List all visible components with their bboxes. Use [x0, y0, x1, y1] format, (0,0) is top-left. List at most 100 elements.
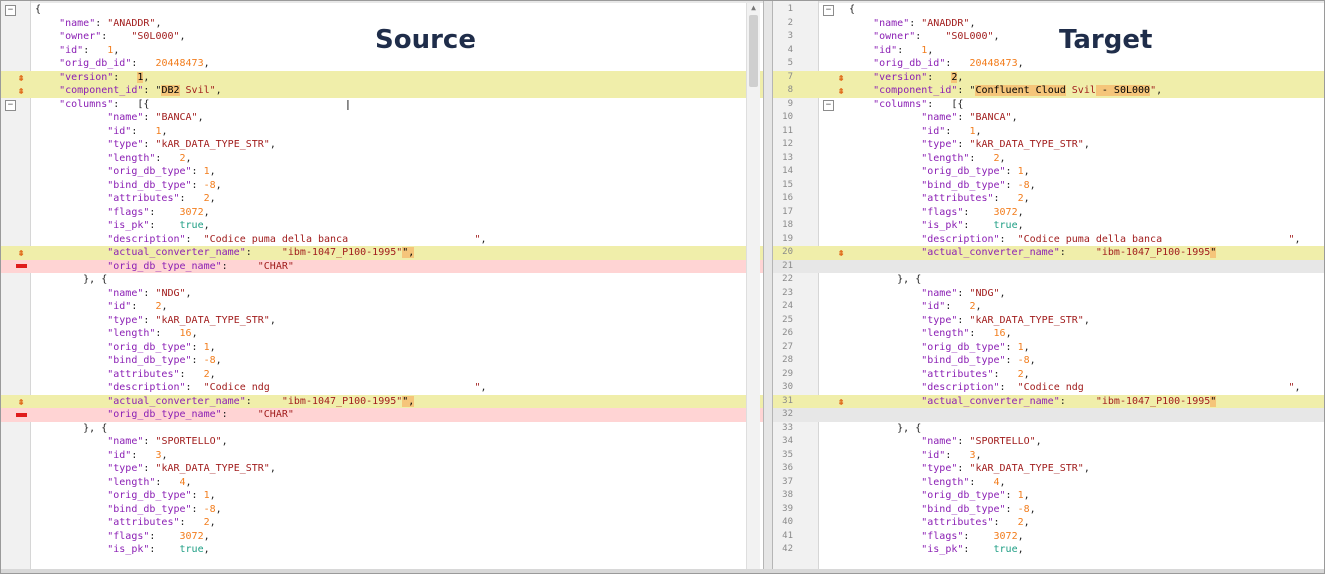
removed-line-marker-icon[interactable] [15, 408, 27, 422]
target-line[interactable]: 26 "length": 16, [773, 327, 1324, 341]
target-line[interactable]: 35 "id": 3, [773, 449, 1324, 463]
source-line[interactable]: "type": "kAR_DATA_TYPE_STR", [1, 314, 763, 328]
target-line[interactable]: 9− "columns": [{ [773, 98, 1324, 112]
modified-line-marker-icon[interactable]: ⇞ [17, 394, 25, 408]
target-line[interactable]: 34 "name": "SPORTELLO", [773, 435, 1324, 449]
removed-line-marker-icon[interactable] [15, 260, 27, 274]
target-line[interactable]: 20⇞ "actual_converter_name": "ibm-1047_P… [773, 246, 1324, 260]
modified-line-marker-icon[interactable]: ⇞ [17, 70, 25, 84]
source-line[interactable]: "attributes": 2, [1, 368, 763, 382]
source-line[interactable]: "flags": 3072, [1, 206, 763, 220]
source-line[interactable]: "type": "kAR_DATA_TYPE_STR", [1, 462, 763, 476]
target-line[interactable]: 38 "orig_db_type": 1, [773, 489, 1324, 503]
source-line[interactable]: −{ [1, 3, 763, 17]
source-line[interactable]: "id": 1, [1, 125, 763, 139]
source-line[interactable]: }, { [1, 273, 763, 287]
source-line[interactable]: ⇞ "actual_converter_name": "ibm-1047_P10… [1, 394, 763, 408]
source-line[interactable]: "owner": "S0L000", [1, 30, 763, 44]
target-line[interactable]: 24 "id": 2, [773, 300, 1324, 314]
source-line[interactable]: ⇞ "version": 1, [1, 70, 763, 84]
target-line[interactable]: 13 "length": 2, [773, 152, 1324, 166]
target-line[interactable]: 1−{ [773, 3, 1324, 17]
source-line[interactable]: "orig_db_id": 20448473, [1, 57, 763, 71]
source-line[interactable]: "bind_db_type": -8, [1, 179, 763, 193]
target-line[interactable]: 17 "flags": 3072, [773, 206, 1324, 220]
target-line[interactable]: 25 "type": "kAR_DATA_TYPE_STR", [773, 314, 1324, 328]
source-line[interactable]: "name": "ANADDR", [1, 17, 763, 31]
target-line[interactable]: 14 "orig_db_type": 1, [773, 165, 1324, 179]
modified-line-marker-icon[interactable]: ⇞ [17, 84, 25, 97]
target-line[interactable]: 21 [773, 259, 1324, 273]
target-line[interactable]: 42 "is_pk": true, [773, 543, 1324, 557]
scrollbar-thumb[interactable] [749, 15, 758, 87]
source-line[interactable]: − "columns": [{ [1, 98, 763, 112]
source-line[interactable]: "orig_db_type_name": "CHAR" [1, 259, 763, 274]
fold-toggle-icon[interactable]: − [5, 99, 16, 111]
modified-line-marker-icon[interactable]: ⇞ [837, 84, 845, 97]
source-pane[interactable]: −{ "name": "ANADDR", "owner": "S0L000", … [1, 1, 763, 573]
target-line[interactable]: 15 "bind_db_type": -8, [773, 179, 1324, 193]
fold-toggle-icon[interactable]: − [5, 5, 16, 16]
target-line[interactable]: 18 "is_pk": true, [773, 219, 1324, 233]
target-line[interactable]: 8⇞ "component_id": "Confluent Cloud Svil… [773, 84, 1324, 98]
target-line[interactable]: 19 "description": "Codice puma della ban… [773, 233, 1324, 247]
modified-line-marker-icon[interactable]: ⇞ [837, 394, 845, 408]
target-line[interactable]: 11 "id": 1, [773, 125, 1324, 139]
target-line[interactable]: 12 "type": "kAR_DATA_TYPE_STR", [773, 138, 1324, 152]
target-line[interactable]: 31⇞ "actual_converter_name": "ibm-1047_P… [773, 394, 1324, 408]
source-line[interactable]: "orig_db_type": 1, [1, 341, 763, 355]
target-line[interactable]: 23 "name": "NDG", [773, 287, 1324, 301]
target-line[interactable]: 40 "attributes": 2, [773, 516, 1324, 530]
source-line[interactable]: "orig_db_type": 1, [1, 489, 763, 503]
source-line[interactable]: }, { [1, 422, 763, 436]
target-line[interactable]: 4 "id": 1, [773, 44, 1324, 58]
scroll-up-arrow-icon[interactable]: ▲ [751, 3, 756, 12]
target-line[interactable]: 32 [773, 408, 1324, 422]
target-pane[interactable]: 1−{2 "name": "ANADDR",3 "owner": "S0L000… [773, 1, 1324, 573]
target-line[interactable]: 30 "description": "Codice ndg ", [773, 381, 1324, 395]
modified-line-marker-icon[interactable]: ⇞ [837, 246, 845, 259]
source-line[interactable]: ⇞ "actual_converter_name": "ibm-1047_P10… [1, 246, 763, 260]
target-line[interactable]: 22 }, { [773, 273, 1324, 287]
source-line[interactable]: "type": "kAR_DATA_TYPE_STR", [1, 138, 763, 152]
source-line[interactable]: "length": 2, [1, 152, 763, 166]
source-line[interactable]: "description": "Codice puma della banca … [1, 233, 763, 247]
source-line[interactable]: "length": 4, [1, 476, 763, 490]
target-line[interactable]: 37 "length": 4, [773, 476, 1324, 490]
target-line[interactable]: 41 "flags": 3072, [773, 530, 1324, 544]
target-line[interactable]: 2 "name": "ANADDR", [773, 17, 1324, 31]
source-line[interactable]: "length": 16, [1, 327, 763, 341]
target-line[interactable]: 16 "attributes": 2, [773, 192, 1324, 206]
modified-line-marker-icon[interactable]: ⇞ [837, 70, 845, 84]
source-line[interactable]: "bind_db_type": -8, [1, 354, 763, 368]
source-line[interactable]: "orig_db_type_name": "CHAR" [1, 408, 763, 422]
source-line[interactable]: "name": "SPORTELLO", [1, 435, 763, 449]
target-line[interactable]: 36 "type": "kAR_DATA_TYPE_STR", [773, 462, 1324, 476]
target-line[interactable]: 7⇞ "version": 2, [773, 70, 1324, 84]
source-line[interactable]: "is_pk": true, [1, 219, 763, 233]
source-line[interactable]: "is_pk": true, [1, 543, 763, 557]
fold-toggle-icon[interactable]: − [823, 5, 834, 16]
modified-line-marker-icon[interactable]: ⇞ [17, 246, 25, 259]
source-line[interactable]: "id": 1, [1, 44, 763, 58]
target-line[interactable]: 29 "attributes": 2, [773, 368, 1324, 382]
pane-splitter[interactable] [763, 1, 773, 573]
target-line[interactable]: 33 }, { [773, 422, 1324, 436]
source-line[interactable]: "attributes": 2, [1, 516, 763, 530]
source-line[interactable]: "name": "NDG", [1, 287, 763, 301]
source-vertical-scrollbar[interactable]: ▲ [746, 3, 760, 571]
target-line[interactable]: 5 "orig_db_id": 20448473, [773, 57, 1324, 71]
source-line[interactable]: "name": "BANCA", [1, 111, 763, 125]
target-line[interactable]: 27 "orig_db_type": 1, [773, 341, 1324, 355]
source-line[interactable]: "description": "Codice ndg ", [1, 381, 763, 395]
source-line[interactable]: "orig_db_type": 1, [1, 165, 763, 179]
source-line[interactable]: "id": 2, [1, 300, 763, 314]
source-line[interactable]: "attributes": 2, [1, 192, 763, 206]
source-line[interactable]: "bind_db_type": -8, [1, 503, 763, 517]
fold-toggle-icon[interactable]: − [823, 99, 834, 111]
target-line[interactable]: 28 "bind_db_type": -8, [773, 354, 1324, 368]
target-line[interactable]: 3 "owner": "S0L000", [773, 30, 1324, 44]
source-line[interactable]: "id": 3, [1, 449, 763, 463]
source-line[interactable]: ⇞ "component_id": "DB2 Svil", [1, 84, 763, 98]
target-line[interactable]: 39 "bind_db_type": -8, [773, 503, 1324, 517]
